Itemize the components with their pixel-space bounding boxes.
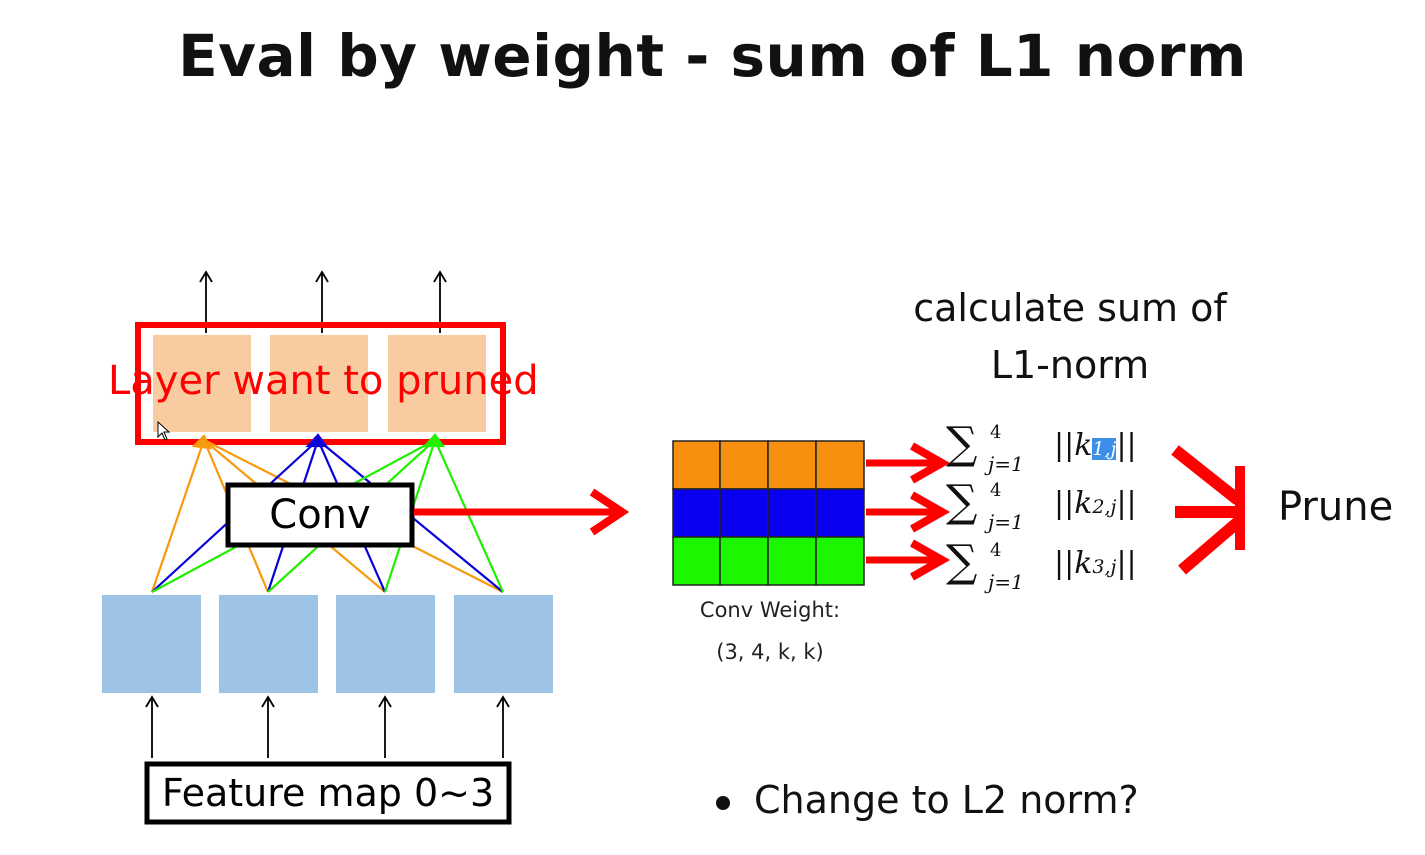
kernel-symbol: k	[1074, 486, 1093, 521]
weight-cell-1-1	[672, 440, 721, 490]
norm-bars-open: ||	[1054, 428, 1075, 463]
weight-cell-1-4	[815, 440, 865, 490]
layer-label: Layer want to pruned	[108, 358, 539, 404]
weight-cell-2-2	[719, 488, 769, 538]
kernel-index: 3,j	[1092, 556, 1117, 578]
weight-cell-2-4	[815, 488, 865, 538]
norm-bars-close: ||	[1116, 428, 1137, 463]
output-box-1	[153, 335, 251, 432]
input-feature-boxes	[102, 595, 553, 693]
lower-limit: j=1	[988, 570, 1024, 594]
upper-limit: 4	[990, 540, 1002, 561]
conv-to-weight-arrow	[414, 488, 630, 536]
row-arrows	[866, 442, 951, 581]
weight-cell-2-3	[767, 488, 817, 538]
norm-expression: ||k1,j||	[1054, 428, 1137, 463]
calc-label-line1: calculate sum of	[913, 286, 1227, 330]
norm-expression: ||k3,j||	[1054, 546, 1137, 581]
norm-bars-close: ||	[1116, 546, 1137, 581]
weight-cell-3-2	[719, 536, 769, 586]
weight-cell-1-2	[719, 440, 769, 490]
conv-weight-grid	[672, 440, 865, 586]
conv-weight-label-line2: (3, 4, k, k)	[716, 640, 824, 664]
feature-map-label: Feature map 0~3	[161, 771, 495, 815]
lower-limit: j=1	[988, 452, 1024, 476]
weight-cell-3-3	[767, 536, 817, 586]
feature-map-box	[144, 761, 512, 825]
formula-row-2: ∑ 4 j=1 ||k2,j||	[946, 476, 1166, 540]
prune-arrows	[1171, 445, 1245, 575]
sigma-symbol: ∑	[946, 476, 978, 527]
page-title: Eval by weight - sum of L1 norm	[178, 22, 1247, 90]
kernel-symbol: k	[1074, 428, 1093, 463]
input-box-1	[219, 595, 318, 693]
bullet-dot	[716, 796, 730, 810]
mouse-cursor-icon	[157, 420, 171, 441]
norm-expression: ||k2,j||	[1054, 486, 1137, 521]
formula-row-1: ∑ 4 j=1 ||k1,j||	[946, 418, 1166, 482]
norm-bars-close: ||	[1116, 486, 1137, 521]
kernel-symbol: k	[1074, 546, 1093, 581]
output-box-3	[388, 335, 486, 432]
prune-label: Prune	[1278, 484, 1394, 530]
conv-weight-label-line1: Conv Weight:	[699, 598, 841, 622]
kernel-index: 2,j	[1092, 496, 1117, 518]
weight-cell-3-4	[815, 536, 865, 586]
lower-limit: j=1	[988, 510, 1024, 534]
input-box-0	[102, 595, 201, 693]
sigma-symbol: ∑	[946, 536, 978, 587]
weight-cell-1-3	[767, 440, 817, 490]
upper-limit: 4	[990, 480, 1002, 501]
weight-cell-3-1	[672, 536, 721, 586]
upper-limit: 4	[990, 422, 1002, 443]
weight-cell-2-1	[672, 488, 721, 538]
kernel-index-selected: 1,j	[1092, 438, 1117, 460]
output-feature-boxes	[153, 335, 486, 432]
output-box-2	[270, 335, 368, 432]
conv-box	[225, 482, 415, 548]
formula-row-3: ∑ 4 j=1 ||k3,j||	[946, 536, 1166, 600]
sigma-symbol: ∑	[946, 418, 978, 469]
conv-label: Conv	[269, 492, 371, 538]
input-box-3	[454, 595, 553, 693]
input-arrows	[145, 695, 510, 758]
calc-label-line2: L1-norm	[990, 343, 1150, 387]
norm-bars-open: ||	[1054, 546, 1075, 581]
norm-bars-open: ||	[1054, 486, 1075, 521]
bullet-text: Change to L2 norm?	[754, 778, 1139, 822]
input-box-2	[336, 595, 435, 693]
